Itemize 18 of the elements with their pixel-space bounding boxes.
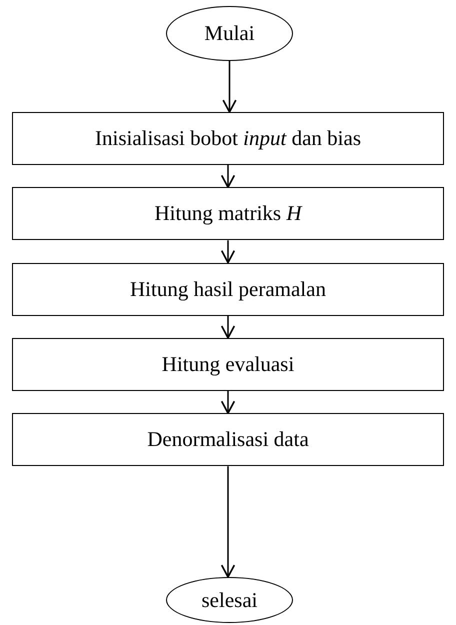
arrow (220, 240, 236, 264)
node-label: selesai (202, 588, 258, 612)
node-label: Mulai (204, 21, 255, 46)
node-label: Hitung matriks H (154, 201, 302, 226)
arrow (220, 390, 236, 414)
arrow (220, 316, 236, 339)
process-box (12, 112, 444, 165)
arrow (220, 466, 236, 578)
node-label: Hitung hasil peramalan (130, 276, 326, 302)
process-box (12, 187, 444, 240)
node-label: Hitung evaluasi (162, 352, 294, 377)
process-box (12, 338, 444, 391)
node-label: Inisialisasi bobot input dan bias (95, 126, 361, 151)
arrow (222, 61, 237, 113)
process-box (12, 413, 444, 466)
process-box (12, 262, 444, 316)
arrow (220, 165, 236, 188)
node-label: Denormalisasi data (147, 427, 309, 452)
